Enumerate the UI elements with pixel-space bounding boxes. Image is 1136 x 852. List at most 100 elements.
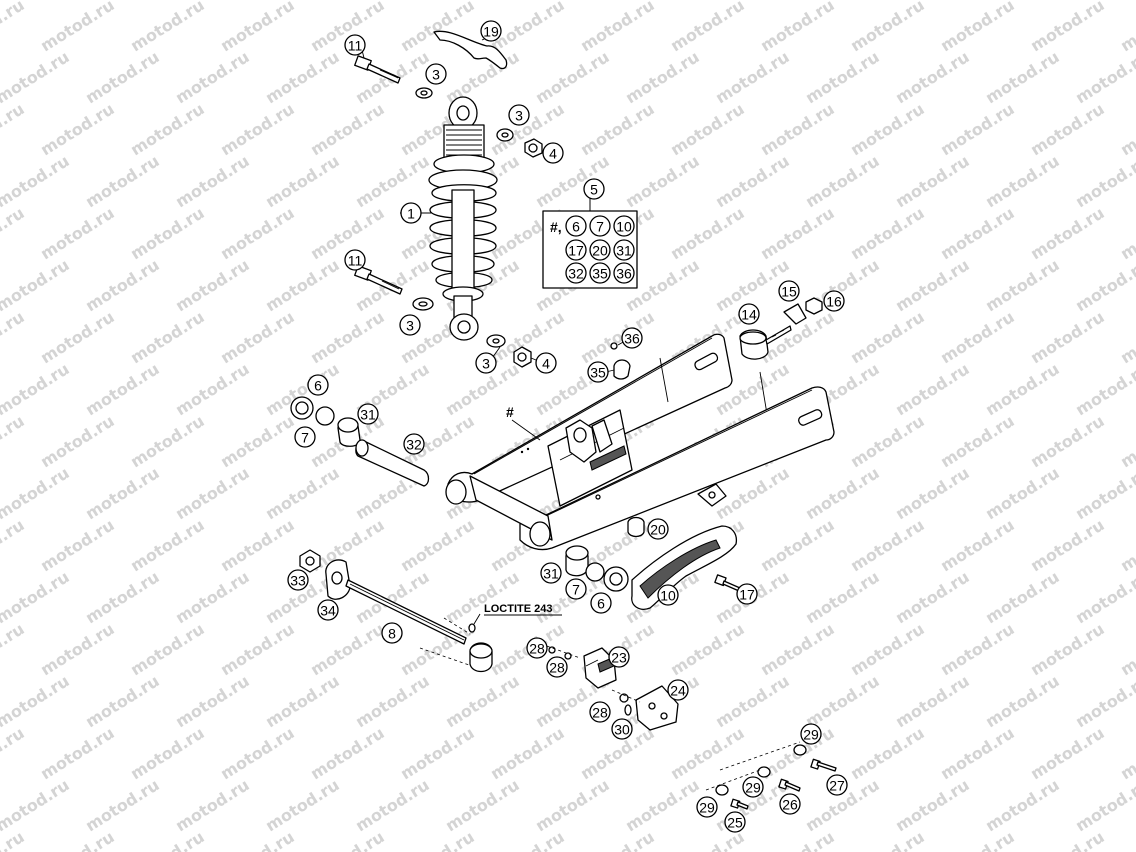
watermark-text: motod.ru [847, 827, 928, 852]
watermark-text: motod.ru [847, 307, 928, 367]
callout-29: 29 [800, 723, 822, 745]
watermark-text: motod.ru [82, 47, 163, 107]
watermark-text: motod.ru [127, 619, 208, 679]
fitting-35 [613, 359, 631, 380]
kit-item-17: 17 [565, 239, 587, 261]
svg-text:29: 29 [699, 800, 715, 816]
callout-4: 4 [535, 352, 557, 374]
watermark-text: motod.ru [532, 47, 613, 107]
watermark-text: motod.ru [217, 619, 298, 679]
watermark-text: motod.ru [847, 515, 928, 575]
watermark-text: motod.ru [757, 619, 838, 679]
watermark-text: motod.ru [37, 515, 118, 575]
spanner-19 [433, 30, 508, 70]
svg-text:19: 19 [483, 24, 499, 40]
plate-34 [325, 559, 351, 600]
watermark-text: motod.ru [892, 775, 973, 835]
watermark-text: motod.ru [172, 359, 253, 419]
callout-4: 4 [542, 142, 564, 164]
callout-20: 20 [647, 518, 669, 540]
watermark-text: motod.ru [982, 255, 1063, 315]
svg-text:5: 5 [590, 182, 598, 198]
callout-10: 10 [657, 584, 679, 606]
watermark-text: motod.ru [0, 671, 73, 731]
o-ring-7a [315, 406, 335, 426]
watermark-text: motod.ru [712, 151, 793, 211]
watermark-text: motod.ru [892, 567, 973, 627]
watermark-text: motod.ru [757, 99, 838, 159]
watermark-text: motod.ru [172, 775, 253, 835]
watermark-text: motod.ru [757, 515, 838, 575]
svg-text:1: 1 [407, 206, 415, 222]
watermark-text: motod.ru [667, 619, 748, 679]
callout-23: 23 [608, 646, 630, 668]
callout-19: 19 [480, 20, 502, 42]
svg-text:11: 11 [348, 253, 363, 269]
swingarm-hash: # [506, 404, 514, 420]
washer-29a [793, 744, 807, 756]
watermark-text: motod.ru [352, 151, 433, 211]
kit-item-7: 7 [589, 215, 611, 237]
loctite-note: LOCTITE 243 [484, 603, 552, 615]
svg-text:36: 36 [616, 266, 632, 282]
bolt-11-top [354, 55, 401, 84]
watermark-text: motod.ru [0, 359, 73, 419]
watermark-text: motod.ru [1072, 775, 1136, 835]
svg-text:3: 3 [432, 67, 440, 83]
watermark-text: motod.ru [442, 671, 523, 731]
svg-text:16: 16 [826, 294, 842, 310]
callout-3: 3 [399, 314, 421, 336]
watermark-text: motod.ru [127, 0, 208, 55]
screw-17 [714, 574, 741, 592]
watermark-text: motod.ru [172, 671, 253, 731]
watermark-text: motod.ru [847, 411, 928, 471]
watermark-text: motod.ru [37, 619, 118, 679]
callout-11: 11 [344, 249, 366, 271]
svg-text:20: 20 [592, 243, 608, 259]
watermark-text: motod.ru [757, 203, 838, 263]
svg-text:26: 26 [782, 797, 798, 813]
watermark-text: motod.ru [37, 411, 118, 471]
loctite-drop [468, 623, 476, 633]
watermark-text: motod.ru [667, 203, 748, 263]
callout-6: 6 [590, 592, 612, 614]
kit-item-6: 6 [565, 215, 587, 237]
svg-text:23: 23 [611, 650, 627, 666]
nut-28c [619, 693, 629, 703]
nut-28b [564, 652, 572, 660]
watermark-text: motod.ru [892, 463, 973, 523]
swingarm [445, 333, 835, 551]
watermark-text: motod.ru [82, 151, 163, 211]
kit-item-35: 35 [589, 262, 611, 284]
watermark-text: motod.ru [982, 151, 1063, 211]
svg-text:7: 7 [301, 430, 309, 446]
watermark-text: motod.ru [172, 567, 253, 627]
nut-28a [548, 646, 556, 654]
callout-29: 29 [696, 796, 718, 818]
watermark-text: motod.ru [0, 723, 28, 783]
watermark-text: motod.ru [0, 151, 73, 211]
svg-text:6: 6 [314, 378, 322, 394]
callout-24: 24 [667, 679, 689, 701]
plate-15 [783, 303, 807, 325]
svg-text:14: 14 [741, 307, 757, 323]
chain-adjuster-14 [739, 325, 792, 360]
svg-text:28: 28 [529, 641, 545, 657]
callout-3: 3 [508, 104, 530, 126]
watermark-text: motod.ru [937, 827, 1018, 852]
watermark-text: motod.ru [307, 827, 388, 852]
watermark-text: motod.ru [37, 723, 118, 783]
watermark-text: motod.ru [1117, 0, 1136, 55]
svg-text:7: 7 [596, 219, 604, 235]
watermark-text: motod.ru [577, 99, 658, 159]
watermark-text: motod.ru [712, 671, 793, 731]
watermark-text: motod.ru [82, 567, 163, 627]
watermark-text: motod.ru [0, 463, 73, 523]
watermark-text: motod.ru [127, 827, 208, 852]
watermark-text: motod.ru [442, 775, 523, 835]
callout-26: 26 [779, 793, 801, 815]
watermark-text: motod.ru [0, 619, 28, 679]
svg-text:33: 33 [290, 573, 306, 589]
watermark-text: motod.ru [982, 463, 1063, 523]
